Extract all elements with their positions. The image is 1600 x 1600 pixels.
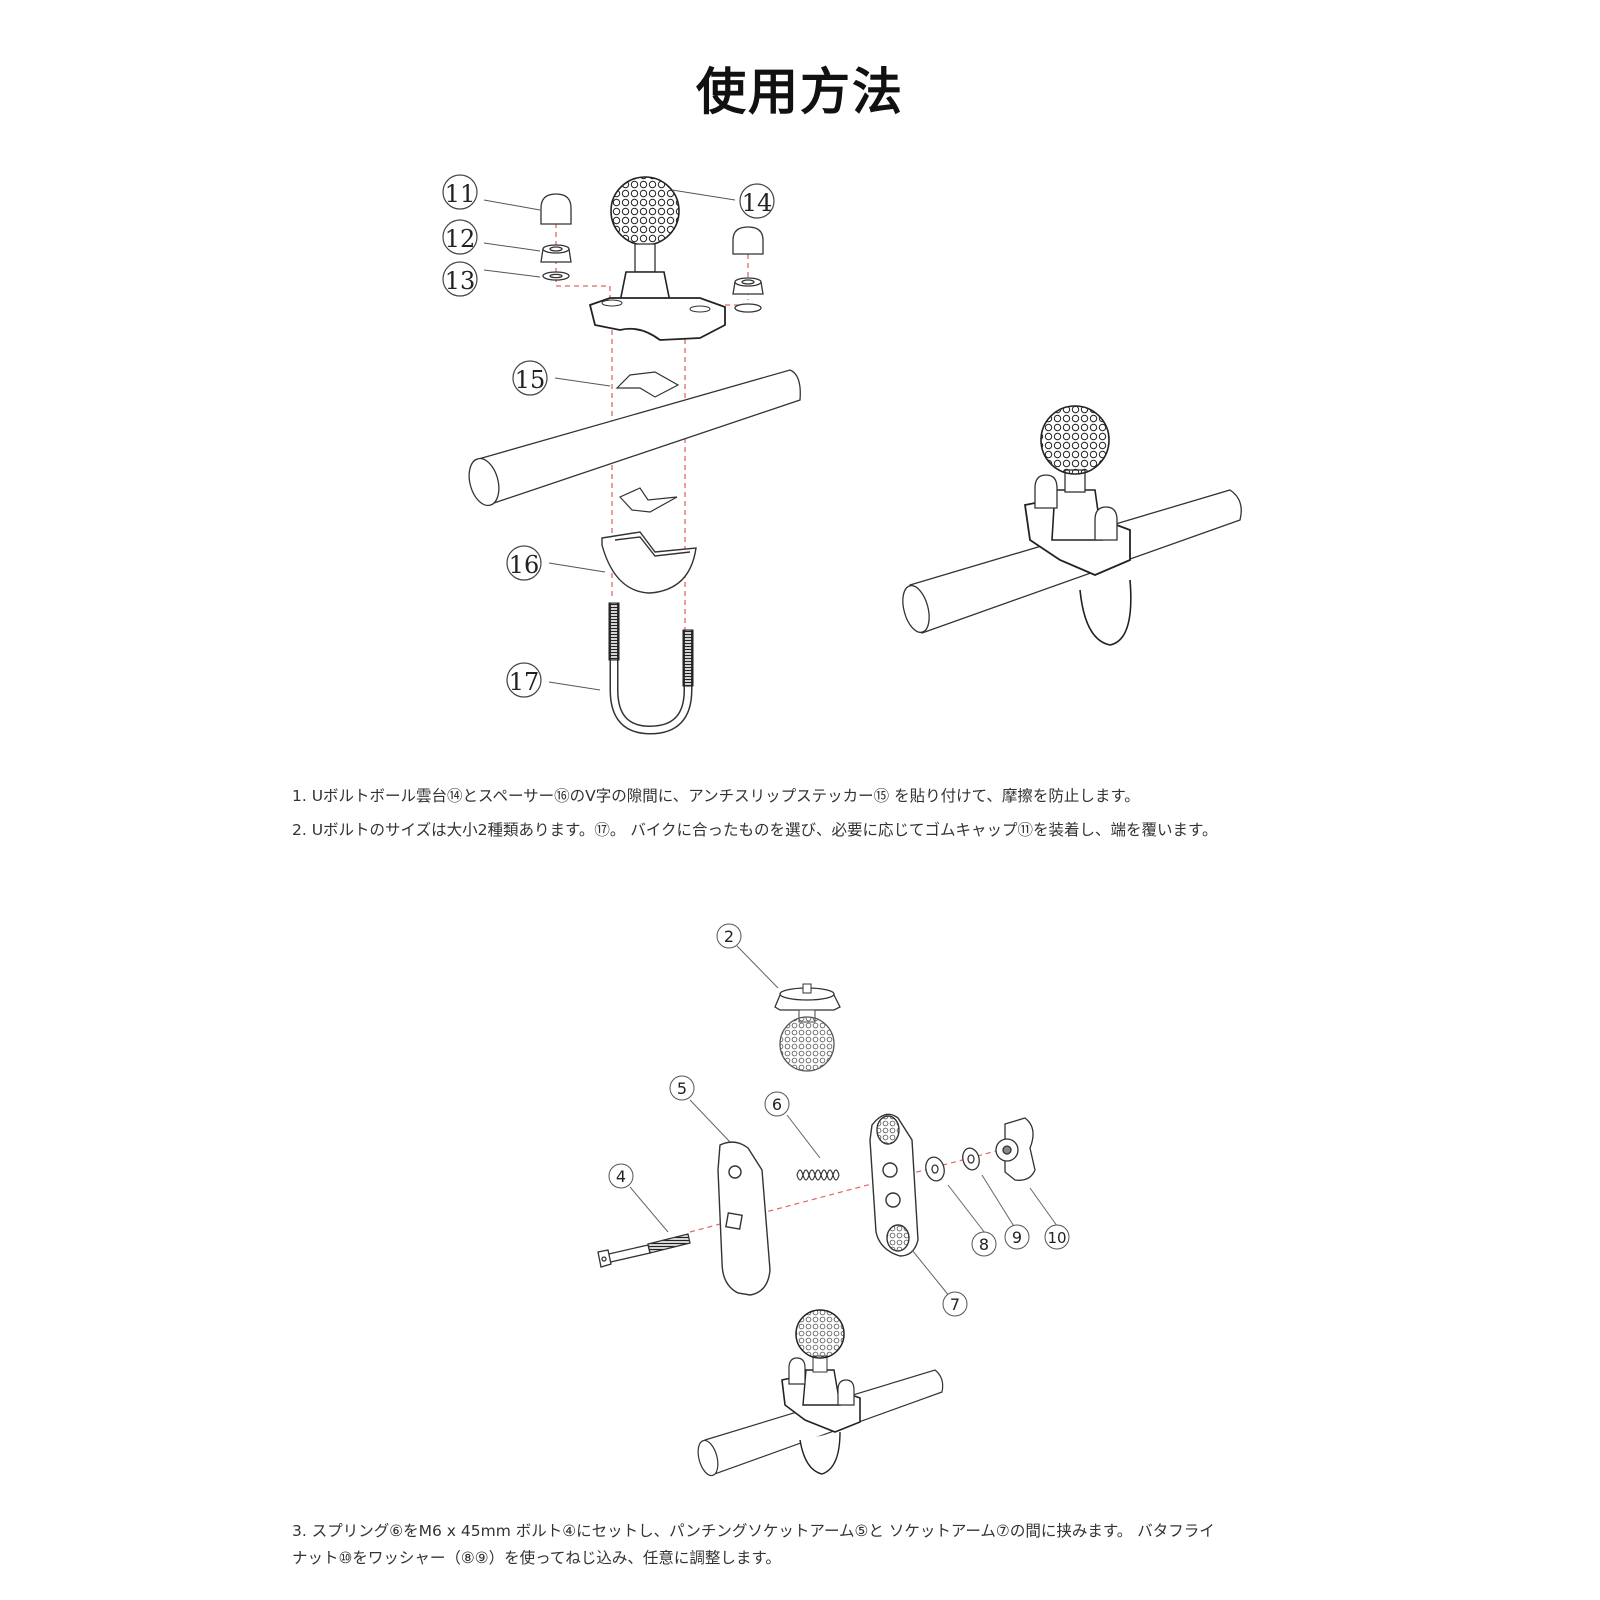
assembled-mount-small-icon [697, 1309, 944, 1477]
svg-text:6: 6 [772, 1095, 782, 1114]
assembled-mount-icon [902, 405, 1242, 646]
page-title: 使用方法 [696, 63, 904, 121]
callout-16: 16 [506, 545, 606, 581]
svg-text:5: 5 [677, 1079, 687, 1098]
svg-text:2: 2 [724, 927, 734, 946]
callout-7: 7 [911, 1249, 968, 1317]
punching-socket-arm-icon [717, 1141, 771, 1296]
washer-icon [542, 271, 570, 281]
svg-text:11: 11 [445, 180, 476, 208]
exploded-diagram-top: 11 12 13 14 [442, 174, 1242, 735]
svg-text:17: 17 [509, 668, 540, 696]
svg-text:7: 7 [950, 1295, 960, 1314]
svg-text:16: 16 [509, 551, 540, 579]
svg-text:15: 15 [515, 366, 546, 394]
rubber-cap-icon [540, 193, 572, 225]
callout-9: 9 [981, 1174, 1030, 1250]
svg-text:13: 13 [445, 267, 476, 295]
nut-icon [540, 244, 572, 263]
butterfly-nut-icon [995, 1117, 1036, 1181]
callout-12: 12 [442, 219, 541, 255]
callout-8: 8 [947, 1184, 997, 1257]
spring-icon [796, 1169, 840, 1181]
instruction-step-1: 1. Uボルトボール雲台⑭とスペーサー⑯のV字の隙間に、アンチスリップステッカー… [292, 787, 1140, 805]
svg-text:8: 8 [979, 1235, 989, 1254]
svg-text:10: 10 [1047, 1229, 1066, 1247]
callout-14: 14 [671, 183, 775, 219]
ball-mount-icon [588, 176, 726, 341]
svg-text:9: 9 [1012, 1228, 1022, 1247]
washer-9-icon [962, 1147, 980, 1171]
washer-8-icon [925, 1156, 945, 1182]
spacer-icon [601, 531, 697, 594]
callout-6: 6 [764, 1091, 821, 1159]
svg-text:4: 4 [616, 1167, 626, 1186]
u-bolt-icon [608, 602, 694, 735]
callout-17: 17 [506, 662, 601, 698]
callout-13: 13 [442, 261, 541, 297]
instruction-step-3-cont: ナット⑩をワッシャー（⑧⑨）を使ってねじ込み、任意に調整します。 [292, 1549, 781, 1567]
svg-text:12: 12 [445, 225, 476, 253]
camera-adapter-icon [774, 983, 841, 1072]
callout-4: 4 [608, 1163, 669, 1233]
bolt-icon [597, 1233, 691, 1268]
sticker-icon [615, 371, 680, 398]
right-hardware [732, 226, 764, 313]
callout-5: 5 [669, 1075, 731, 1143]
instruction-step-2: 2. Uボルトのサイズは大小2種類あります。⑰。 バイクに合ったものを選び、必要… [292, 821, 1218, 839]
svg-text:14: 14 [742, 189, 773, 217]
callout-10: 10 [1029, 1187, 1070, 1250]
callout-15: 15 [512, 360, 611, 396]
instruction-step-3: 3. スプリング⑥をM6 x 45mm ボルト④にセットし、パンチングソケットア… [292, 1522, 1215, 1540]
callout-11: 11 [442, 174, 541, 211]
socket-arm-icon [869, 1113, 919, 1257]
callout-2: 2 [716, 923, 779, 989]
handlebar-icon [468, 369, 801, 507]
